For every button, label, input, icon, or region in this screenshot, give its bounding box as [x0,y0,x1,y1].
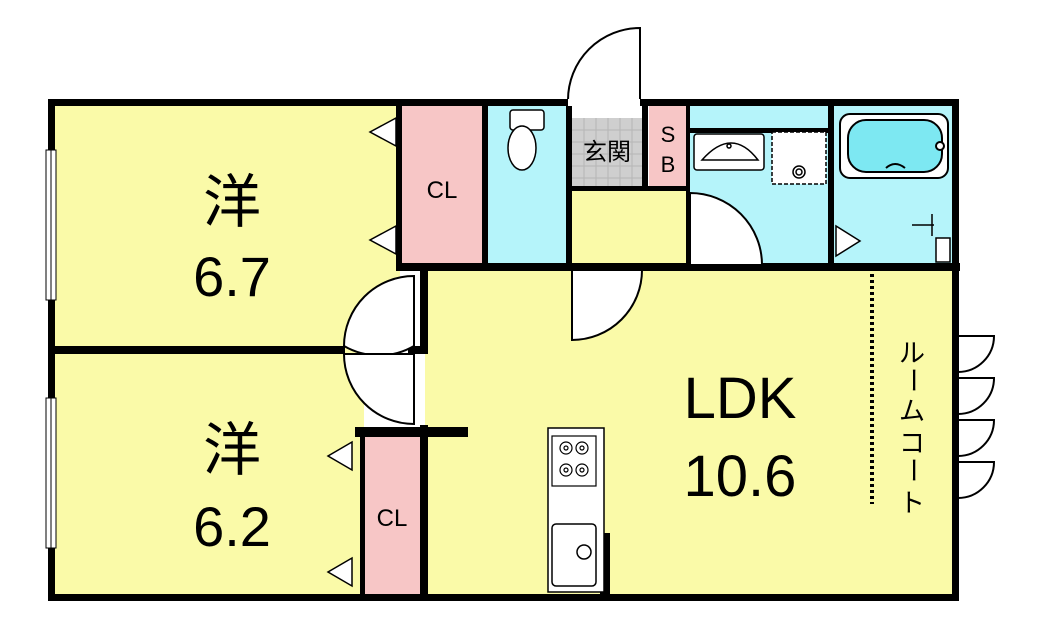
svg-text:ル: ル [899,339,925,369]
door-western-2[interactable] [342,353,415,426]
wash-basin-icon [693,133,765,171]
shower-icon [912,214,951,263]
svg-text:ー: ー [897,457,927,483]
shoe-box-label-b: B [661,152,676,177]
western-room-2-size: 6.2 [193,495,271,558]
stove-icon [551,435,597,487]
door-washroom[interactable] [689,191,764,266]
entrance-label: 玄関 [583,138,631,166]
window-left-bottom [45,397,57,549]
room-coat-label: ル ー ム コ ー ト [897,339,927,519]
toilet-icon [507,109,545,171]
room-coat-doors[interactable] [957,335,996,500]
ldk-label: LDK [684,366,797,431]
window-left-top [45,149,57,301]
washing-machine-icon [771,131,827,185]
western-room-2-label: 洋 [203,416,261,484]
shoe-box-label-s: S [661,122,676,147]
entrance-door[interactable] [566,26,641,101]
bath-door-markers [835,224,862,258]
svg-text:ム: ム [899,397,925,427]
closet-1-floor [400,105,485,267]
ldk-size: 10.6 [684,444,797,509]
closet-2-door-markers [326,440,353,588]
svg-text:ー: ー [897,367,927,393]
closet-2-label: CL [377,505,408,532]
closet-1-door-markers [368,116,397,256]
hall-floor [568,190,688,268]
ldk-floor [425,270,870,595]
bathtub-icon [839,113,949,179]
shoe-box-floor [649,105,687,190]
interior-walls [55,106,960,595]
door-ldk-hall[interactable] [571,269,644,342]
entrance-door-gap [568,99,640,106]
exterior-walls [48,99,959,601]
entrance-tiles [572,118,642,188]
closet-1-label: CL [427,177,458,204]
sink-icon [551,523,597,587]
svg-text:ト: ト [899,489,925,519]
western-room-2-floor [54,350,364,595]
svg-text:コ: コ [899,429,925,459]
closet-2-floor [364,432,420,595]
western-room-1-floor [54,105,400,350]
western-room-1-label: 洋 [203,168,261,236]
room-coat-floor [870,270,956,595]
western-room-1-size: 6.7 [193,245,271,308]
